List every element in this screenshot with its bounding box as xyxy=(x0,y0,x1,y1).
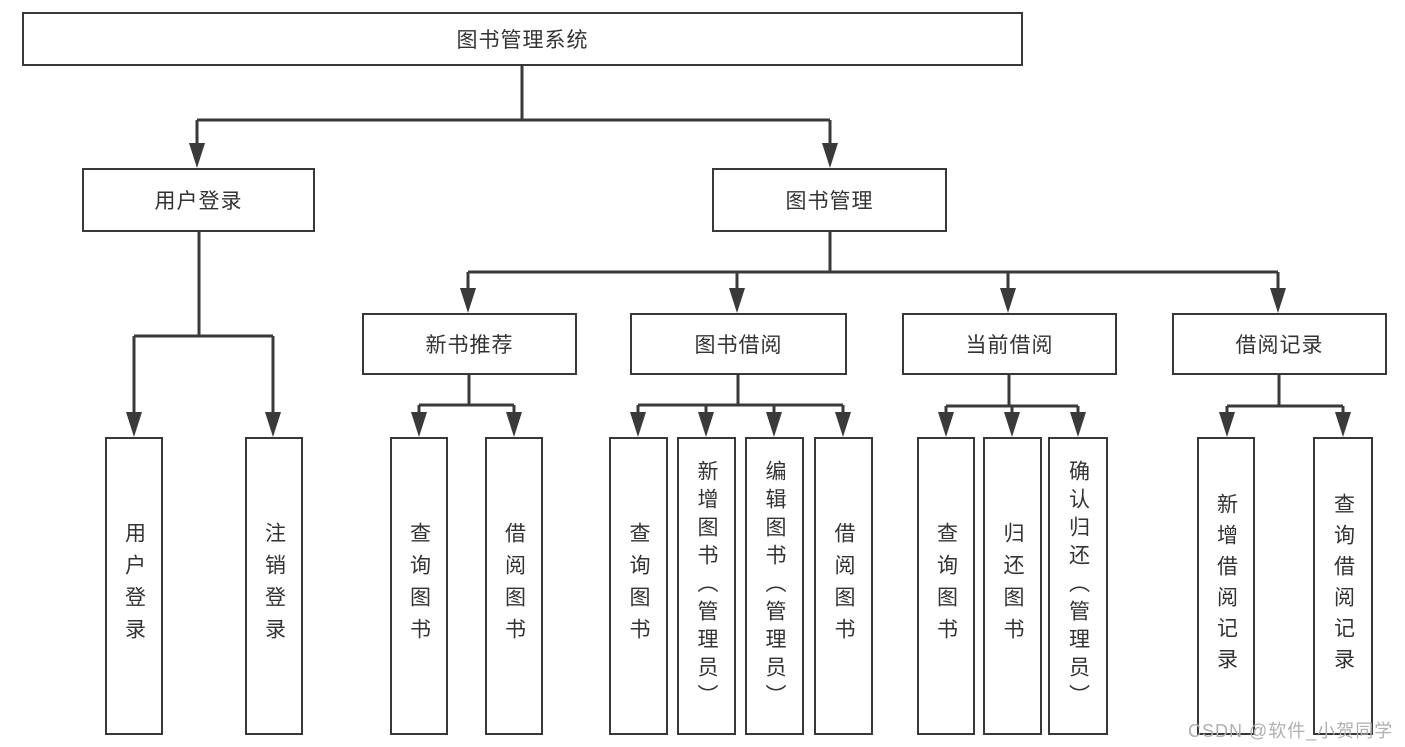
connector-user-login-to-leaves xyxy=(132,232,275,413)
leaf-logout-login-label: 注销登录 xyxy=(262,522,286,650)
leaf-borrow-query-books-label: 查询图书 xyxy=(627,522,650,650)
node-book-management-label: 图书管理 xyxy=(785,190,874,213)
node-borrow-records-label: 借阅记录 xyxy=(1235,334,1324,357)
node-borrow-records: 借阅记录 xyxy=(1172,313,1387,375)
leaf-borrow-add-books-admin-label: 新增图书（管理员） xyxy=(695,460,718,712)
leaf-records-query-record-label: 查询借阅记录 xyxy=(1331,493,1355,679)
leaf-current-return-books-label: 归还图书 xyxy=(1001,522,1024,650)
arrowheads xyxy=(126,143,1351,437)
connector-new-book-recommend-to-leaves xyxy=(417,375,516,413)
node-new-book-recommend: 新书推荐 xyxy=(362,313,577,375)
leaf-borrow-edit-books-admin-label: 编辑图书（管理员） xyxy=(763,460,786,712)
leaf-current-query-books: 查询图书 xyxy=(917,437,975,735)
leaf-logout-login: 注销登录 xyxy=(245,437,303,735)
node-current-borrow: 当前借阅 xyxy=(902,313,1117,375)
node-root-label: 图书管理系统 xyxy=(456,29,589,52)
leaf-borrow-borrow-books: 借阅图书 xyxy=(814,437,873,735)
leaf-current-confirm-return-admin-label: 确认归还（管理员） xyxy=(1066,460,1090,712)
node-book-borrow-label: 图书借阅 xyxy=(694,334,783,357)
node-root: 图书管理系统 xyxy=(22,12,1023,66)
leaf-user-login-label: 用户登录 xyxy=(122,522,146,650)
leaf-current-confirm-return-admin: 确认归还（管理员） xyxy=(1048,437,1108,735)
leaf-borrow-add-books-admin: 新增图书（管理员） xyxy=(677,437,736,735)
node-current-borrow-label: 当前借阅 xyxy=(965,334,1054,357)
connector-root-to-level2 xyxy=(195,66,832,145)
leaf-newbooks-query-books-label: 查询图书 xyxy=(407,522,431,650)
node-book-borrow: 图书借阅 xyxy=(630,313,847,375)
connector-borrow-records-to-leaves xyxy=(1225,375,1345,413)
node-new-book-recommend-label: 新书推荐 xyxy=(425,334,514,357)
leaf-newbooks-query-books: 查询图书 xyxy=(390,437,448,735)
leaf-current-query-books-label: 查询图书 xyxy=(934,522,958,650)
leaf-borrow-borrow-books-label: 借阅图书 xyxy=(832,522,855,650)
leaf-newbooks-borrow-books: 借阅图书 xyxy=(485,437,543,735)
connector-book-borrow-to-leaves xyxy=(636,375,845,413)
node-user-login: 用户登录 xyxy=(82,168,315,232)
connector-current-borrow-to-leaves xyxy=(944,375,1080,413)
leaf-borrow-edit-books-admin: 编辑图书（管理员） xyxy=(745,437,804,735)
watermark-text: CSDN @软件_小贺同学 xyxy=(1188,721,1394,741)
leaf-records-add-record-label: 新增借阅记录 xyxy=(1214,493,1238,679)
leaf-records-add-record: 新增借阅记录 xyxy=(1197,437,1255,735)
node-book-management: 图书管理 xyxy=(712,168,947,232)
leaf-newbooks-borrow-books-label: 借阅图书 xyxy=(502,522,526,650)
leaf-borrow-query-books: 查询图书 xyxy=(609,437,668,735)
connector-book-management-to-level3 xyxy=(466,232,1280,289)
leaf-records-query-record: 查询借阅记录 xyxy=(1313,437,1373,735)
leaf-user-login: 用户登录 xyxy=(105,437,163,735)
leaf-current-return-books: 归还图书 xyxy=(983,437,1042,735)
node-user-login-label: 用户登录 xyxy=(154,190,243,213)
